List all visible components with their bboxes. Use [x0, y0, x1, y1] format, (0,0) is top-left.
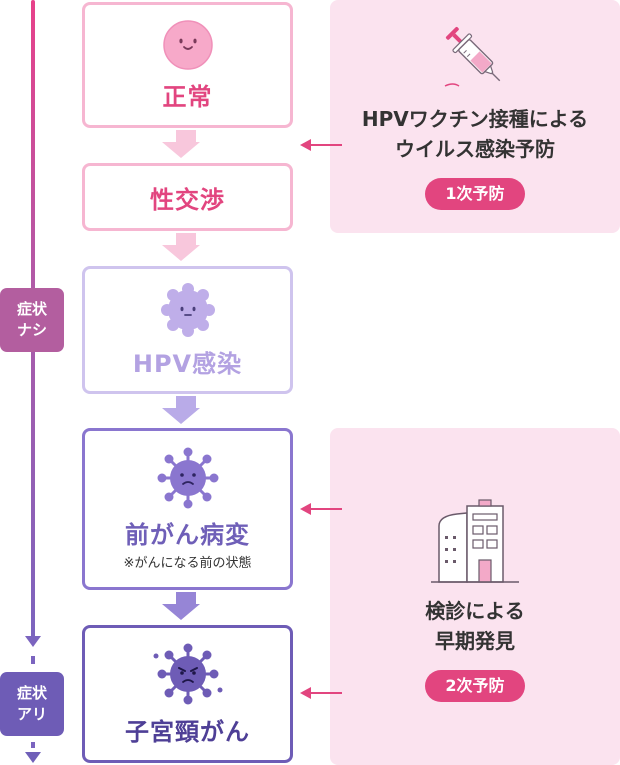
secondary-prevention-panel: 検診による 早期発見 2次予防: [330, 428, 620, 765]
left-arrow: [300, 139, 342, 151]
left-arrow: [300, 503, 342, 515]
hospital-building-icon: [431, 499, 519, 583]
timeline-end-arrow: [25, 752, 41, 763]
flow-arrow: [162, 396, 200, 424]
stage-label: 性交渉: [150, 185, 225, 214]
virus-cell-icon: [160, 282, 215, 337]
no-symptoms-badge: 症状 ナシ: [0, 288, 64, 352]
timeline-dash: [31, 742, 35, 748]
panel-text: 検診による 早期発見: [425, 596, 524, 656]
timeline-arrow-head: [25, 636, 41, 647]
happy-cell-icon: [162, 19, 213, 70]
angry-virus-icon: [153, 643, 222, 704]
stage-precancer: 前がん病変 ※がんになる前の状態: [82, 428, 293, 590]
badge-line: 症状: [16, 684, 47, 702]
flow-arrow: [162, 592, 200, 620]
flow-arrow: [162, 233, 200, 261]
stage-normal: 正常: [82, 2, 293, 128]
primary-prevention-badge: 1次予防: [425, 178, 525, 210]
panel-text-line: 早期発見: [435, 629, 515, 653]
stage-cervical-cancer: 子宮頸がん: [82, 625, 293, 763]
badge-line: アリ: [16, 705, 47, 723]
panel-text-line: ウイルス感染予防: [395, 137, 555, 161]
stage-label: HPV感染: [132, 349, 243, 378]
unhappy-virus-icon: [157, 447, 218, 509]
stage-hpv-infection: HPV感染: [82, 266, 293, 394]
panel-text-line: 検診による: [425, 599, 525, 623]
badge-line: 症状: [16, 300, 47, 318]
stage-label: 前がん病変: [125, 521, 250, 549]
primary-prevention-panel: HPVワクチン接種による ウイルス感染予防 1次予防: [330, 0, 620, 233]
panel-text-line: HPVワクチン接種による: [361, 107, 589, 131]
syringe-icon: [444, 26, 501, 87]
stage-note: ※がんになる前の状態: [123, 556, 252, 571]
symptoms-badge: 症状 アリ: [0, 672, 64, 736]
stage-label: 子宮頸がん: [125, 717, 250, 746]
stage-intercourse: 性交渉: [82, 163, 293, 231]
left-arrow: [300, 687, 342, 699]
timeline-dash: [31, 656, 35, 664]
panel-text: HPVワクチン接種による ウイルス感染予防: [362, 104, 588, 164]
stage-label: 正常: [162, 82, 213, 111]
flow-arrow: [162, 130, 200, 158]
secondary-prevention-badge: 2次予防: [425, 670, 525, 702]
badge-line: ナシ: [16, 321, 47, 339]
